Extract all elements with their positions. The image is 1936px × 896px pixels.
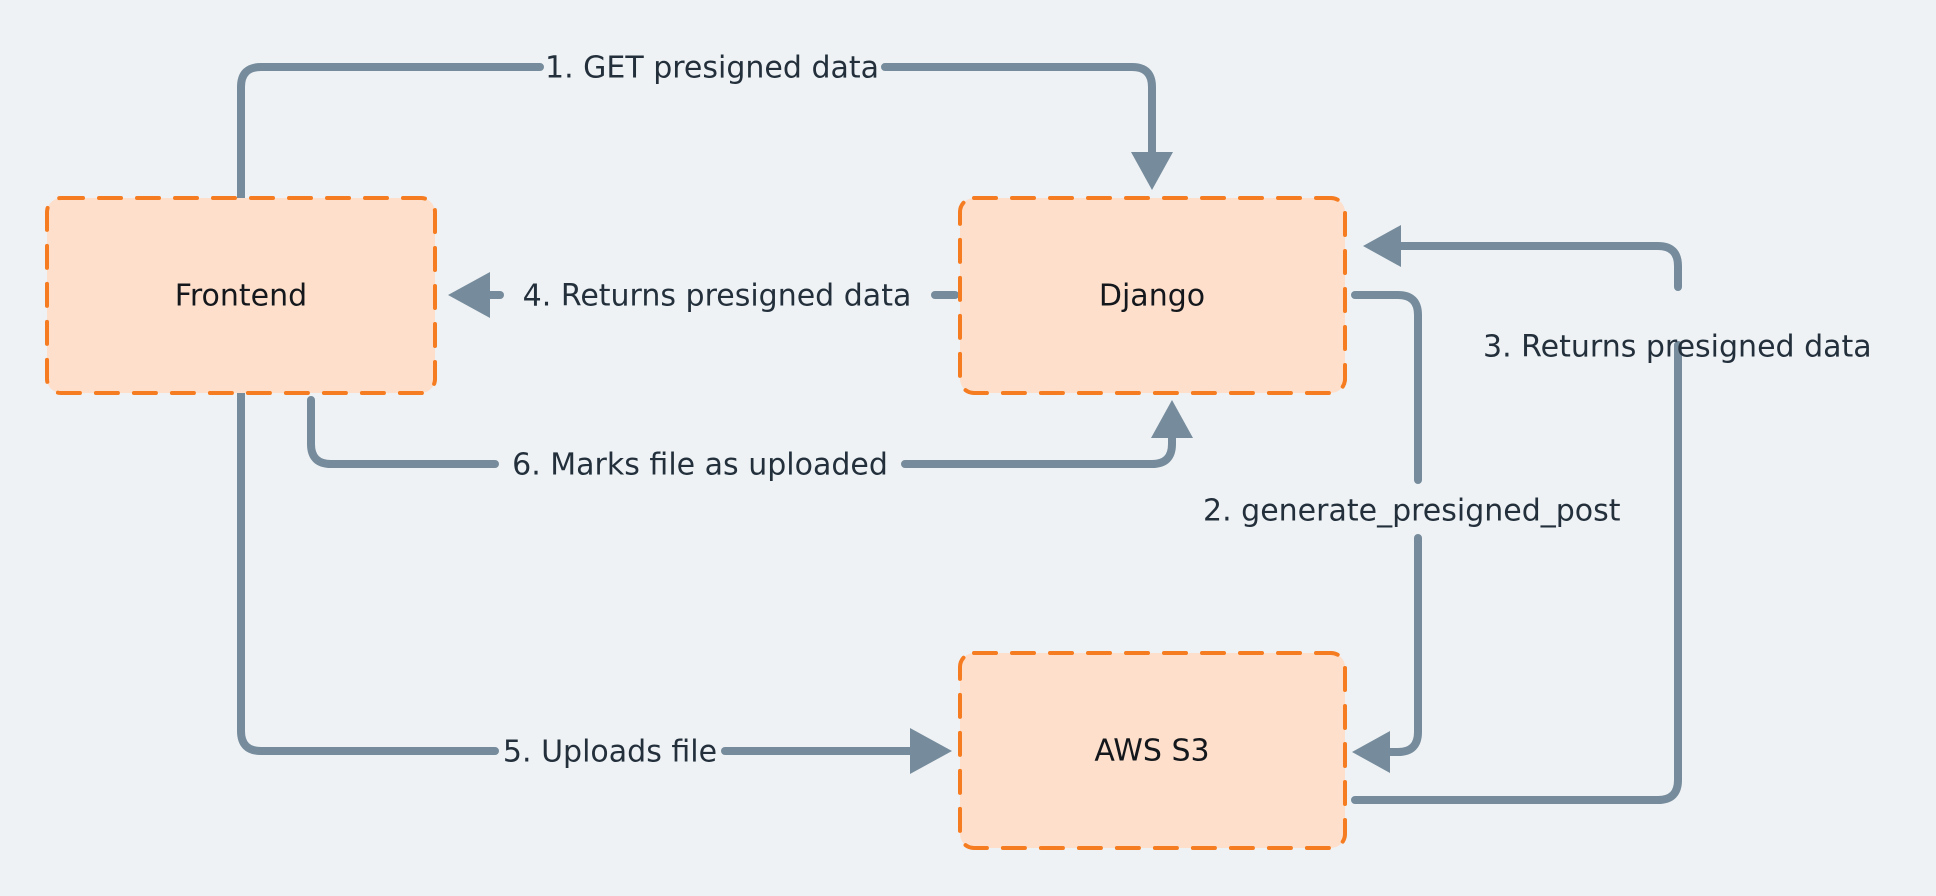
edge-5-uploads-file — [237, 389, 952, 774]
edge-1-path-left — [237, 63, 544, 202]
node-aws-s3-label: AWS S3 — [1094, 734, 1209, 769]
node-frontend-label: Frontend — [175, 279, 307, 314]
node-django[interactable]: Django — [958, 196, 1347, 395]
edge-5-arrowhead — [910, 728, 952, 774]
edge-2-path-top — [1351, 291, 1422, 484]
node-django-rect[interactable] — [958, 196, 1347, 395]
edge-5-path-left — [237, 389, 499, 755]
edge-label-5: 5. Uploads file — [503, 735, 717, 770]
edge-1-get-presigned-data — [237, 63, 1173, 202]
edge-3-path-lower — [1351, 341, 1682, 804]
edge-1-arrowhead — [1131, 152, 1173, 190]
node-frontend[interactable]: Frontend — [45, 196, 437, 395]
edge-label-4: 4. Returns presigned data — [523, 279, 912, 314]
edge-4-arrowhead — [448, 272, 490, 318]
node-frontend-rect[interactable] — [45, 196, 437, 395]
edge-3-path-upper — [1396, 242, 1682, 291]
node-django-label: Django — [1099, 279, 1205, 314]
edge-1-path-right — [881, 63, 1156, 159]
edge-4-returns-presigned-data — [448, 272, 959, 318]
edge-2-arrowhead — [1352, 731, 1390, 773]
edge-label-3: 3. Returns presigned data — [1483, 330, 1872, 365]
edge-3-arrowhead — [1363, 225, 1401, 267]
edge-2-path-bottom — [1381, 534, 1422, 756]
edge-6-arrowhead — [1151, 400, 1193, 438]
edge-6-path-left — [307, 396, 499, 468]
node-aws-s3-rect[interactable] — [958, 651, 1347, 850]
edge-label-1: 1. GET presigned data — [545, 51, 879, 86]
edge-2-generate-presigned-post — [1351, 291, 1422, 773]
edge-label-2: 2. generate_presigned_post — [1203, 494, 1621, 529]
node-aws-s3[interactable]: AWS S3 — [958, 651, 1347, 850]
edge-6-path-right — [901, 433, 1176, 468]
edge-3-returns-presigned-data — [1351, 225, 1682, 804]
edge-6-marks-file-as-uploaded — [307, 396, 1193, 468]
edge-label-6: 6. Marks file as uploaded — [512, 448, 888, 483]
